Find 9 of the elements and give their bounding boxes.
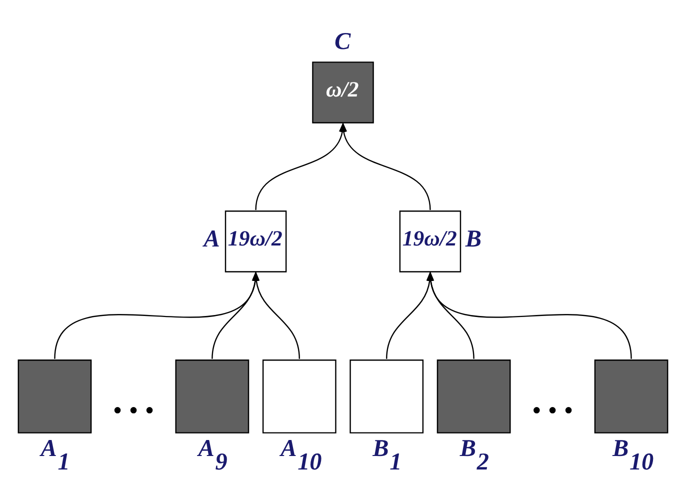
label: • • •: [112, 395, 154, 426]
label: • • •: [532, 395, 574, 426]
node-label: B: [465, 225, 482, 252]
arrow: [54, 271, 259, 360]
node-label: A: [204, 225, 220, 252]
node-label: C: [334, 28, 351, 55]
arrow: [252, 271, 300, 359]
arrow: [340, 122, 431, 210]
arrow: [212, 271, 259, 359]
